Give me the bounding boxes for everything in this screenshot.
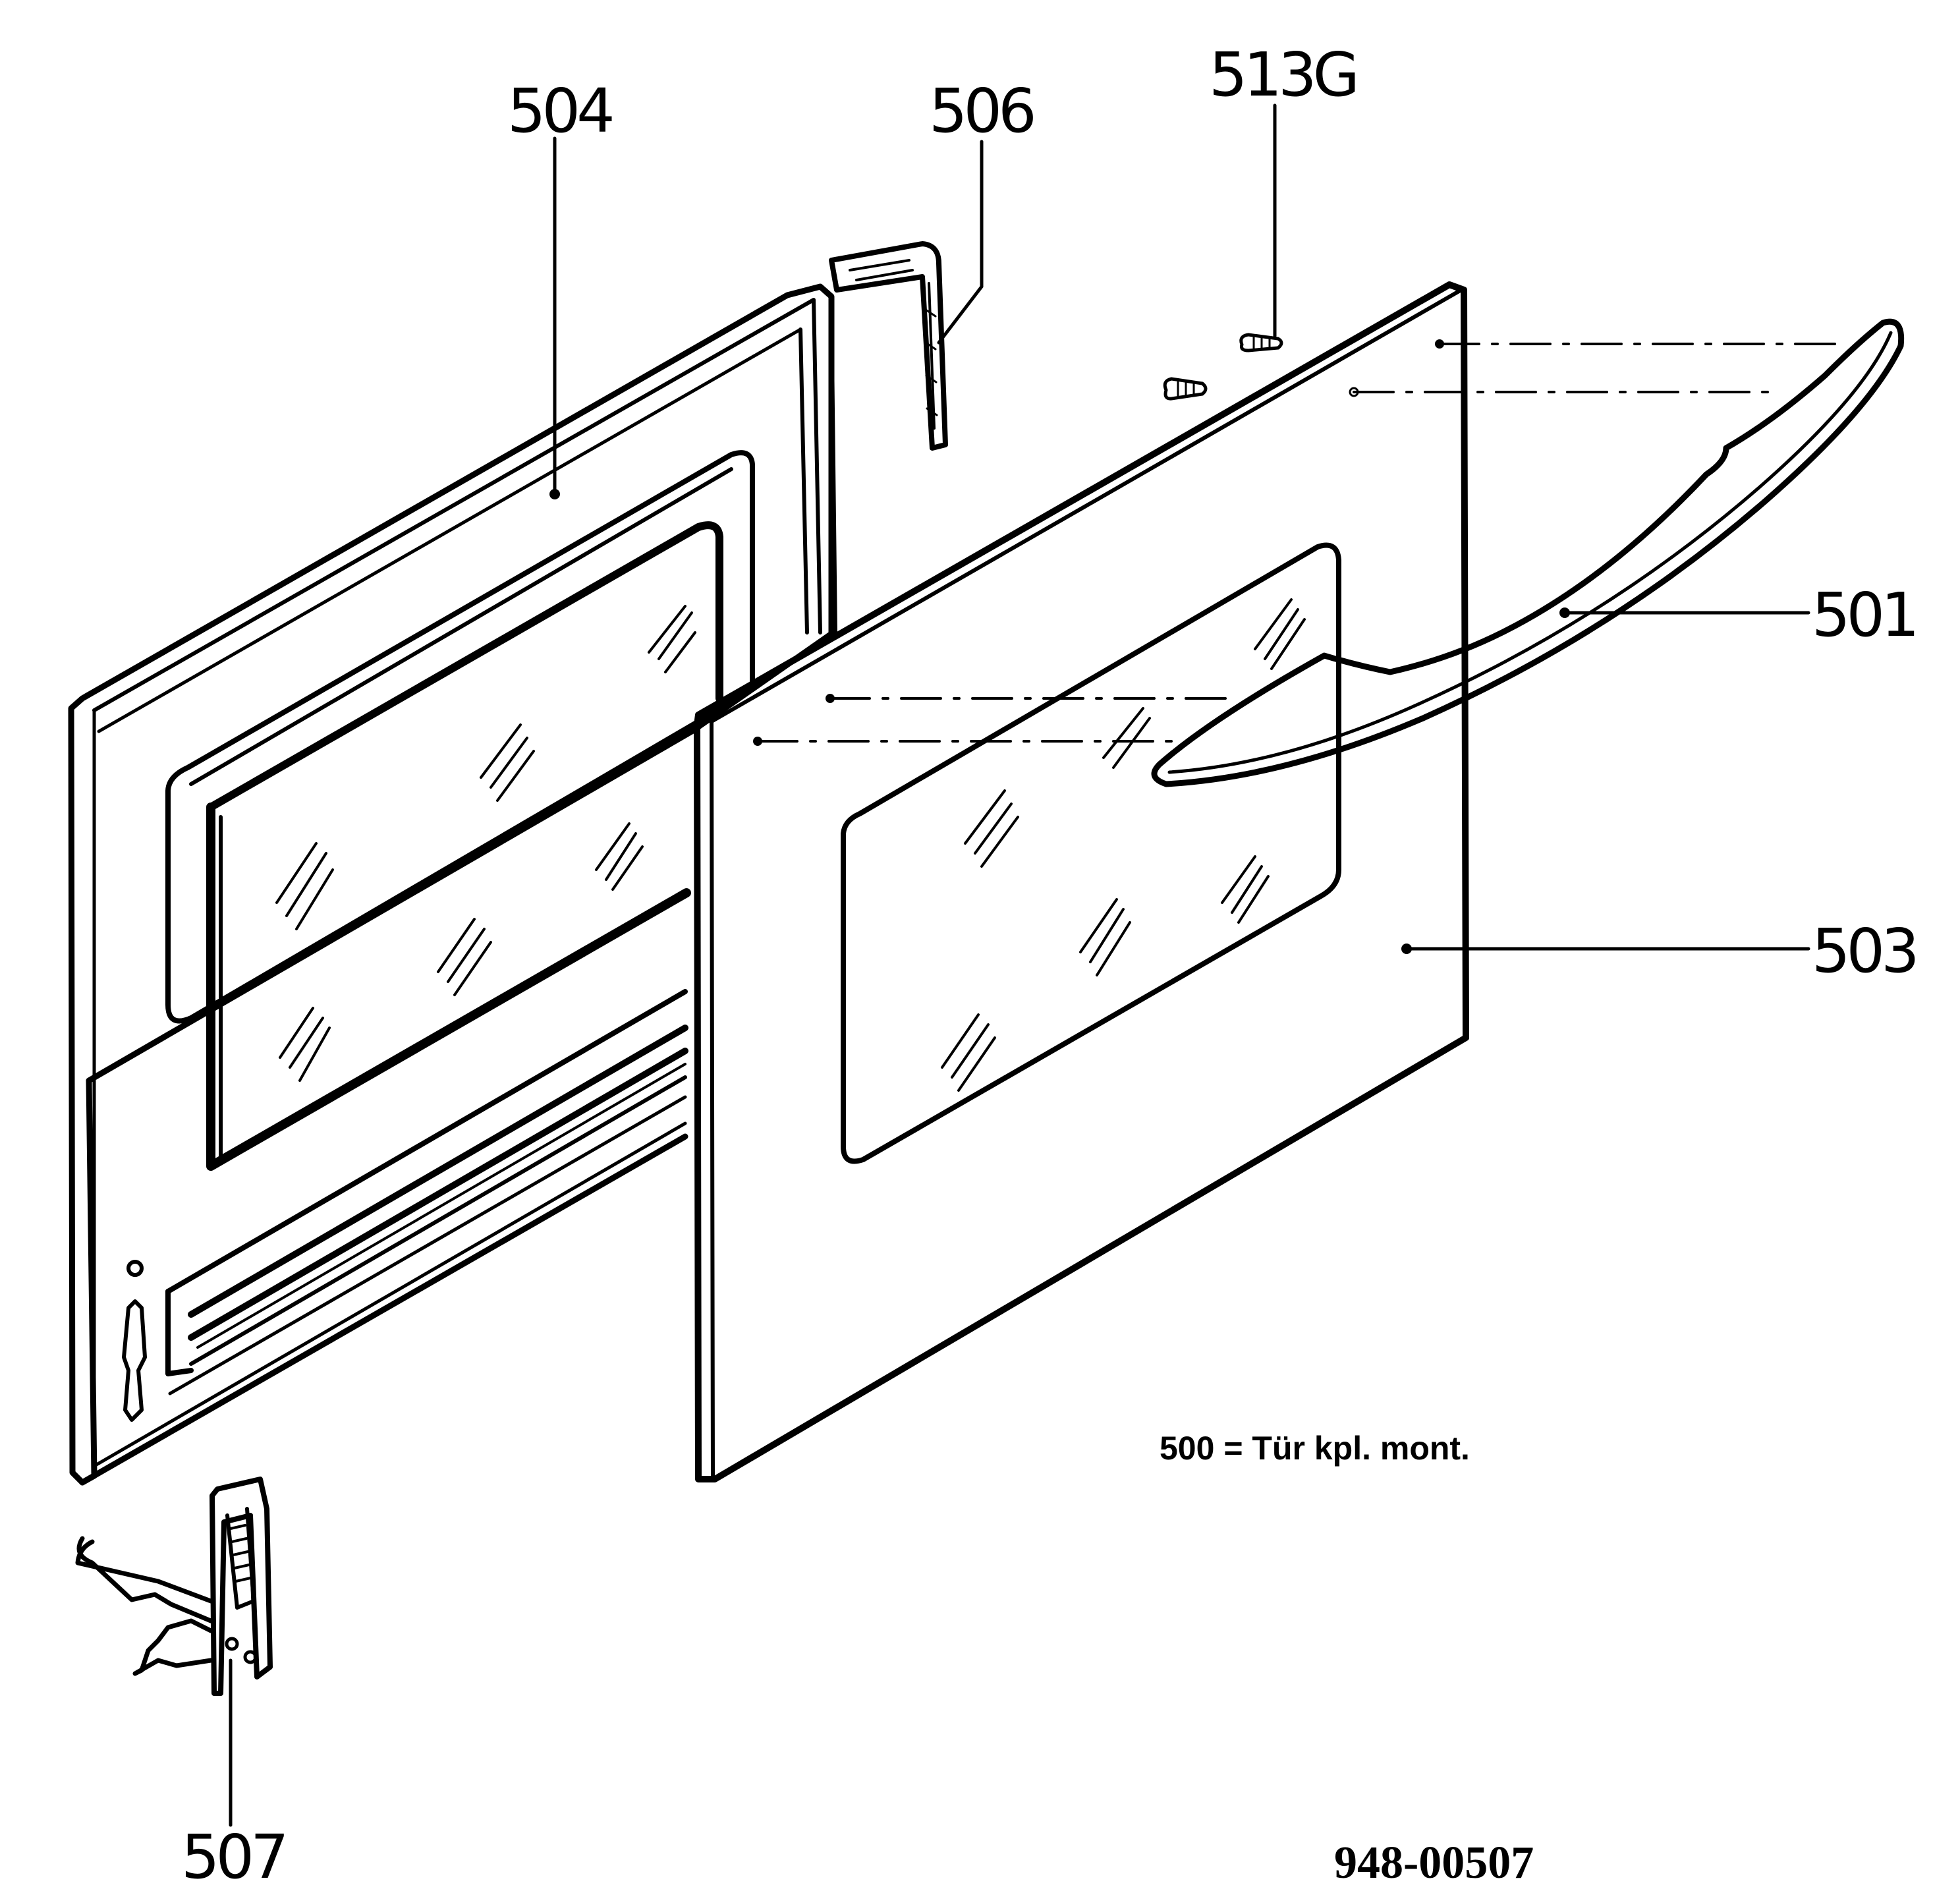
callout-504: 504: [507, 76, 612, 146]
door-handle: [1151, 318, 1905, 787]
leader-dot-504: [549, 489, 560, 499]
alignment-lines: [753, 339, 1839, 746]
assembly-note: 500 = Tür kpl. mont.: [1160, 1430, 1470, 1467]
callout-503: 503: [1812, 916, 1916, 986]
inner-door-panel: [68, 283, 837, 1486]
door-hinge: [75, 1477, 273, 1696]
document-number: 948-00507: [1334, 1838, 1534, 1888]
glass-reflection-marks: [275, 605, 696, 1082]
callout-leaders: [229, 103, 1810, 1827]
callout-506: 506: [929, 76, 1033, 146]
callout-507: 507: [181, 1822, 285, 1889]
screws: [1163, 333, 1283, 401]
callout-501: 501: [1812, 580, 1916, 650]
outer-glass-reflection-marks: [941, 598, 1306, 1092]
leader-dot-503: [1401, 944, 1412, 954]
leader-dot-501: [1559, 607, 1570, 618]
outer-door-panel: [694, 281, 1469, 1482]
callout-513g: 513G: [1209, 40, 1356, 110]
door-seal-part: [829, 241, 948, 451]
